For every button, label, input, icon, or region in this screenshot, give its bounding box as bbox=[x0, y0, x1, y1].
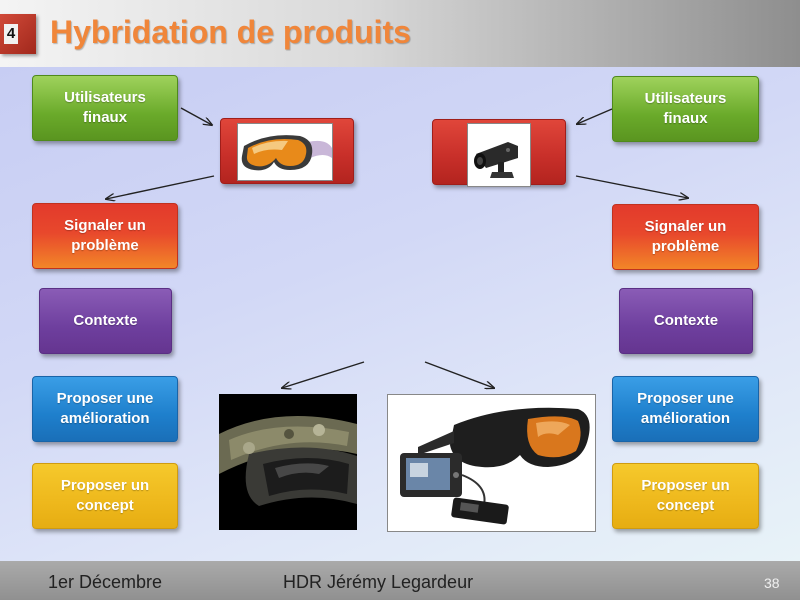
right-report-box: Signaler un problème bbox=[612, 204, 759, 270]
left-improve-box: Proposer une amélioration bbox=[32, 376, 178, 442]
left-concept-box: Proposer un concept bbox=[32, 463, 178, 529]
helmet-camera-icon bbox=[467, 123, 531, 187]
left-users-box: Utilisateurs finaux bbox=[32, 75, 178, 141]
ski-goggles-icon bbox=[237, 123, 333, 181]
footer-date: 1er Décembre bbox=[48, 572, 163, 592]
arrow-goggles-to-report bbox=[106, 175, 215, 199]
camo-goggles-icon bbox=[219, 394, 357, 530]
arrow-users-to-goggles bbox=[180, 107, 212, 125]
left-report-box: Signaler un problème bbox=[32, 203, 178, 269]
left-context-box: Contexte bbox=[39, 288, 172, 354]
right-improve-box: Proposer une amélioration bbox=[612, 376, 759, 442]
right-context-box: Contexte bbox=[619, 288, 753, 354]
slide-header: 4 Hybridation de produits bbox=[0, 0, 800, 67]
camera-goggles-set-icon bbox=[387, 394, 596, 532]
slide-title: Hybridation de produits bbox=[50, 14, 411, 50]
right-concept-box: Proposer un concept bbox=[612, 463, 759, 529]
section-badge: 4 bbox=[0, 14, 36, 54]
footer-author: HDR Jérémy Legardeur bbox=[283, 572, 474, 592]
arrow-users-to-camera bbox=[577, 108, 613, 124]
slide-footer: 1er Décembre HDR Jérémy Legardeur 38 bbox=[0, 561, 800, 600]
arrow-to-result-left bbox=[282, 361, 365, 388]
product-right-box bbox=[432, 119, 566, 187]
right-users-box: Utilisateurs finaux bbox=[612, 76, 759, 142]
arrow-camera-to-report bbox=[575, 175, 688, 198]
product-left-box bbox=[220, 118, 354, 184]
page-number: 38 bbox=[764, 575, 780, 591]
section-number: 4 bbox=[4, 24, 18, 44]
arrow-to-result-right bbox=[424, 361, 494, 388]
